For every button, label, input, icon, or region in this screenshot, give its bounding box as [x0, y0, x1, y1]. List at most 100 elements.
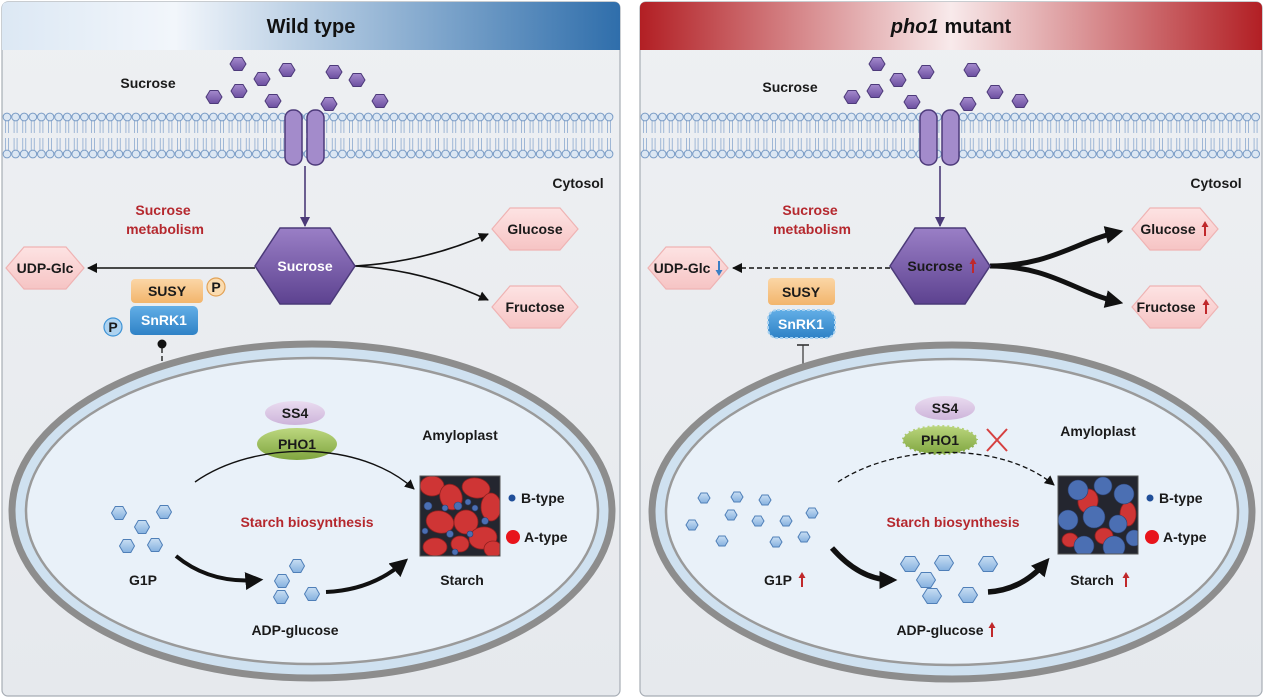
sucrose-molecule: [963, 63, 981, 77]
lipid-head: [587, 112, 597, 122]
lipid-head: [88, 149, 98, 159]
micrograph-frame: [419, 475, 501, 557]
b-type-granule: [464, 498, 472, 506]
lipid-head: [209, 149, 218, 159]
lipid-head: [131, 149, 141, 159]
lipid-head: [518, 112, 528, 122]
glucose-node: Glucose: [1131, 207, 1219, 251]
g1p-molecule: [715, 535, 729, 547]
lipid-head: [829, 149, 839, 159]
lipid-head: [838, 149, 848, 159]
lipid-head: [424, 149, 433, 159]
lipid-head: [389, 149, 399, 159]
g1p-molecule: [751, 515, 765, 527]
lipid-head: [19, 112, 29, 122]
pho1-protein: PHO1: [257, 428, 337, 460]
lipid-head: [398, 112, 408, 122]
lipid-head: [406, 112, 416, 122]
b-type-granule: [451, 548, 459, 556]
lipid-head: [1251, 149, 1260, 159]
lipid-head: [898, 149, 908, 159]
starch-label: Starch: [1070, 572, 1114, 588]
lipid-head: [604, 112, 614, 122]
lipid-head: [2, 149, 12, 159]
lipid-head: [458, 149, 468, 159]
panel-header: [640, 2, 1262, 50]
lipid-head: [1130, 112, 1140, 122]
lipid-head: [683, 149, 693, 159]
lipid-head: [200, 149, 210, 159]
sucrose-molecule: [868, 57, 886, 71]
starch-granules-image: [419, 475, 501, 557]
lipid-head: [1070, 149, 1080, 159]
g1p-molecule: [110, 506, 128, 520]
sucrose-molecule: [371, 94, 389, 108]
decrease-arrow-icon: [715, 261, 723, 276]
lipid-head: [45, 112, 55, 122]
b-type-granule: [1102, 535, 1126, 554]
phosphate-label: P: [108, 319, 117, 335]
lipid-head: [1087, 112, 1097, 122]
starch-micrograph: [1058, 476, 1138, 554]
lipid-head: [441, 112, 451, 122]
lipid-head: [561, 149, 571, 159]
sucrose-label: Sucrose: [120, 75, 175, 91]
increase-arrow-icon: [1201, 221, 1209, 236]
lipid-head: [1019, 149, 1028, 159]
b-type-marker: [1146, 494, 1154, 502]
sucrose-molecule: [1011, 94, 1029, 108]
lipid-head: [1053, 149, 1063, 159]
lipid-head: [812, 112, 822, 122]
a-type-label: A-type: [1163, 529, 1207, 545]
lipid-head: [640, 149, 650, 159]
lipid-head: [329, 112, 339, 122]
a-type-granule: [422, 537, 448, 556]
adp-glucose-molecule: [273, 574, 291, 588]
snrk1-label: SnRK1: [141, 312, 187, 328]
lipid-head: [19, 149, 29, 159]
lipid-head: [200, 112, 210, 122]
sucrose-metabolism-label: Sucrose metabolism: [773, 202, 851, 237]
g1p-to-adp-arrow: [174, 554, 264, 591]
lipid-head: [1044, 149, 1054, 159]
lipid-head: [11, 149, 21, 159]
lipid-head: [1225, 112, 1235, 122]
lipid-head: [553, 149, 562, 159]
lipid-head: [1122, 112, 1131, 122]
sucrose-metabolism-label: Sucrose metabolism: [126, 202, 204, 237]
lipid-head: [1122, 149, 1131, 159]
lipid-head: [649, 112, 658, 122]
lipid-head: [37, 112, 46, 122]
lipid-head: [683, 112, 693, 122]
b-type-granule: [471, 504, 479, 512]
b-type-granule: [1108, 514, 1128, 534]
lipid-head: [140, 112, 150, 122]
amyloplast-label: Amyloplast: [422, 427, 498, 443]
increase-arrow-icon: [969, 258, 977, 273]
lipid-head: [97, 149, 106, 159]
lipid-head: [217, 149, 227, 159]
b-type-label: B-type: [521, 490, 565, 506]
lipid-head: [1062, 112, 1071, 122]
lipid-head: [1199, 149, 1209, 159]
fructose-label: Fructose: [1136, 299, 1195, 315]
lipid-head: [166, 112, 175, 122]
lipid-head: [80, 112, 89, 122]
udp-glc-node: UDP-Glc: [5, 246, 85, 290]
lipid-head: [692, 112, 701, 122]
lipid-head: [140, 149, 150, 159]
lipid-head: [1156, 112, 1166, 122]
lipid-head: [71, 112, 81, 122]
lipid-head: [1208, 112, 1217, 122]
lipid-head: [1044, 112, 1054, 122]
lipid-head: [1251, 112, 1260, 122]
lipid-head: [191, 149, 201, 159]
lipid-head: [735, 149, 744, 159]
ss4-protein: SS4: [915, 396, 975, 420]
wild-type-panel: Wild type Sucrose Cytosol Sucrose metabo…: [1, 1, 621, 697]
lipid-head: [527, 112, 536, 122]
lipid-head: [1010, 149, 1020, 159]
lipid-head: [675, 149, 684, 159]
lipid-head: [363, 112, 373, 122]
